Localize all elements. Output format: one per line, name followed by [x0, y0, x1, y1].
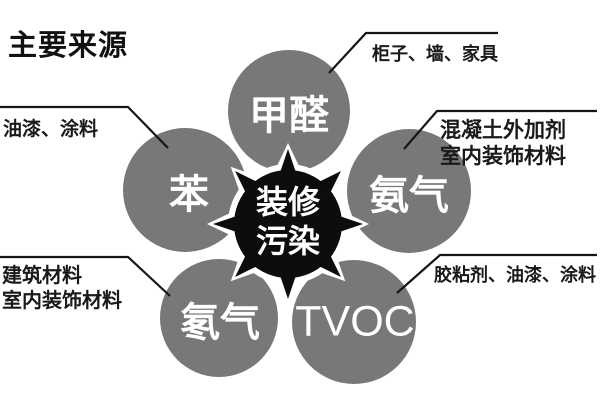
- burst-spike-up-right: [316, 171, 341, 196]
- page-title: 主要来源: [8, 30, 129, 62]
- node-label-benzene: 苯: [169, 173, 209, 217]
- callout-line-ammonia: [403, 109, 597, 150]
- burst-spike-down-right: [316, 252, 341, 277]
- node-label-tvoc: TVOC: [295, 297, 415, 346]
- burst-spike-down-left: [235, 252, 260, 277]
- callout-label-ammonia-line2: 室内装饰材料: [440, 145, 566, 168]
- circle-ammonia: [347, 129, 471, 253]
- burst-spike-left: [213, 215, 239, 233]
- callout-label-ammonia: 混凝土外加剂 室内装饰材料: [440, 118, 566, 170]
- callout-label-radon-line1: 建筑材料: [2, 265, 82, 287]
- burst-spike-down: [279, 273, 297, 299]
- callout-line-radon: [0, 255, 171, 297]
- callout-label-radon: 建筑材料 室内装饰材料: [2, 264, 122, 314]
- circle-formaldehyde: [228, 50, 350, 172]
- callout-line-benzene: [0, 105, 169, 149]
- callout-label-formaldehyde: 柜子、墙、家具: [372, 44, 498, 64]
- callout-line-tvoc: [396, 253, 597, 294]
- center-label: 装修 污染: [256, 183, 320, 261]
- center-label-line1: 装修: [255, 184, 321, 220]
- center-burst-shape: [213, 149, 363, 299]
- callout-lines: [0, 31, 597, 297]
- node-label-radon: 氡气: [180, 301, 260, 345]
- circle-tvoc: [292, 260, 416, 384]
- callout-label-benzene: 油漆、涂料: [3, 119, 99, 140]
- callout-label-tvoc: 胶粘剂、油漆、涂料: [434, 265, 596, 285]
- callout-label-radon-line2: 室内装饰材料: [2, 290, 122, 312]
- burst-spike-right: [337, 215, 363, 233]
- burst-core: [234, 170, 342, 278]
- burst-spike-up: [279, 149, 297, 175]
- circle-radon: [160, 259, 278, 377]
- center-label-line2: 污染: [255, 223, 321, 259]
- callout-label-ammonia-line1: 混凝土外加剂: [440, 119, 566, 142]
- burst-spike-up-left: [235, 171, 260, 196]
- node-label-ammonia: 氨气: [369, 174, 449, 218]
- node-label-formaldehyde: 甲醛: [249, 94, 329, 138]
- callout-line-formaldehyde: [328, 31, 498, 74]
